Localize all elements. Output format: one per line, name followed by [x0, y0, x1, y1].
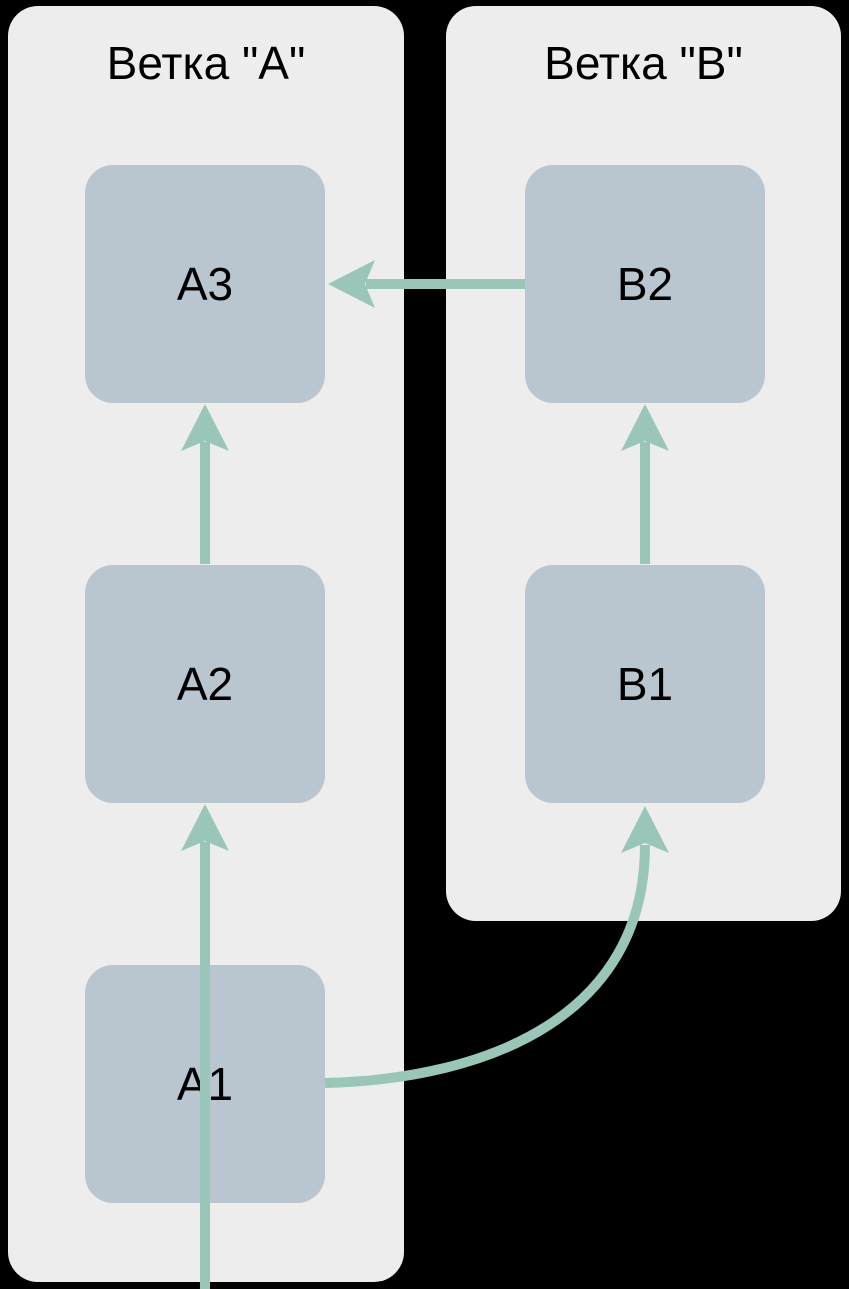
node-a1-label: A1	[176, 1058, 234, 1110]
node-b1: B1	[525, 565, 765, 803]
node-a3-label: A3	[176, 258, 234, 310]
node-b2-label: B2	[616, 258, 674, 310]
node-a2-label: A2	[176, 658, 234, 710]
node-a3: A3	[85, 165, 325, 403]
node-a1: A1	[85, 965, 325, 1203]
branch-a-title: Ветка "A"	[106, 37, 306, 89]
node-b1-label: B1	[616, 658, 674, 710]
node-b2: B2	[525, 165, 765, 403]
node-a2: A2	[85, 565, 325, 803]
branch-b-title: Ветка "B"	[544, 37, 743, 89]
